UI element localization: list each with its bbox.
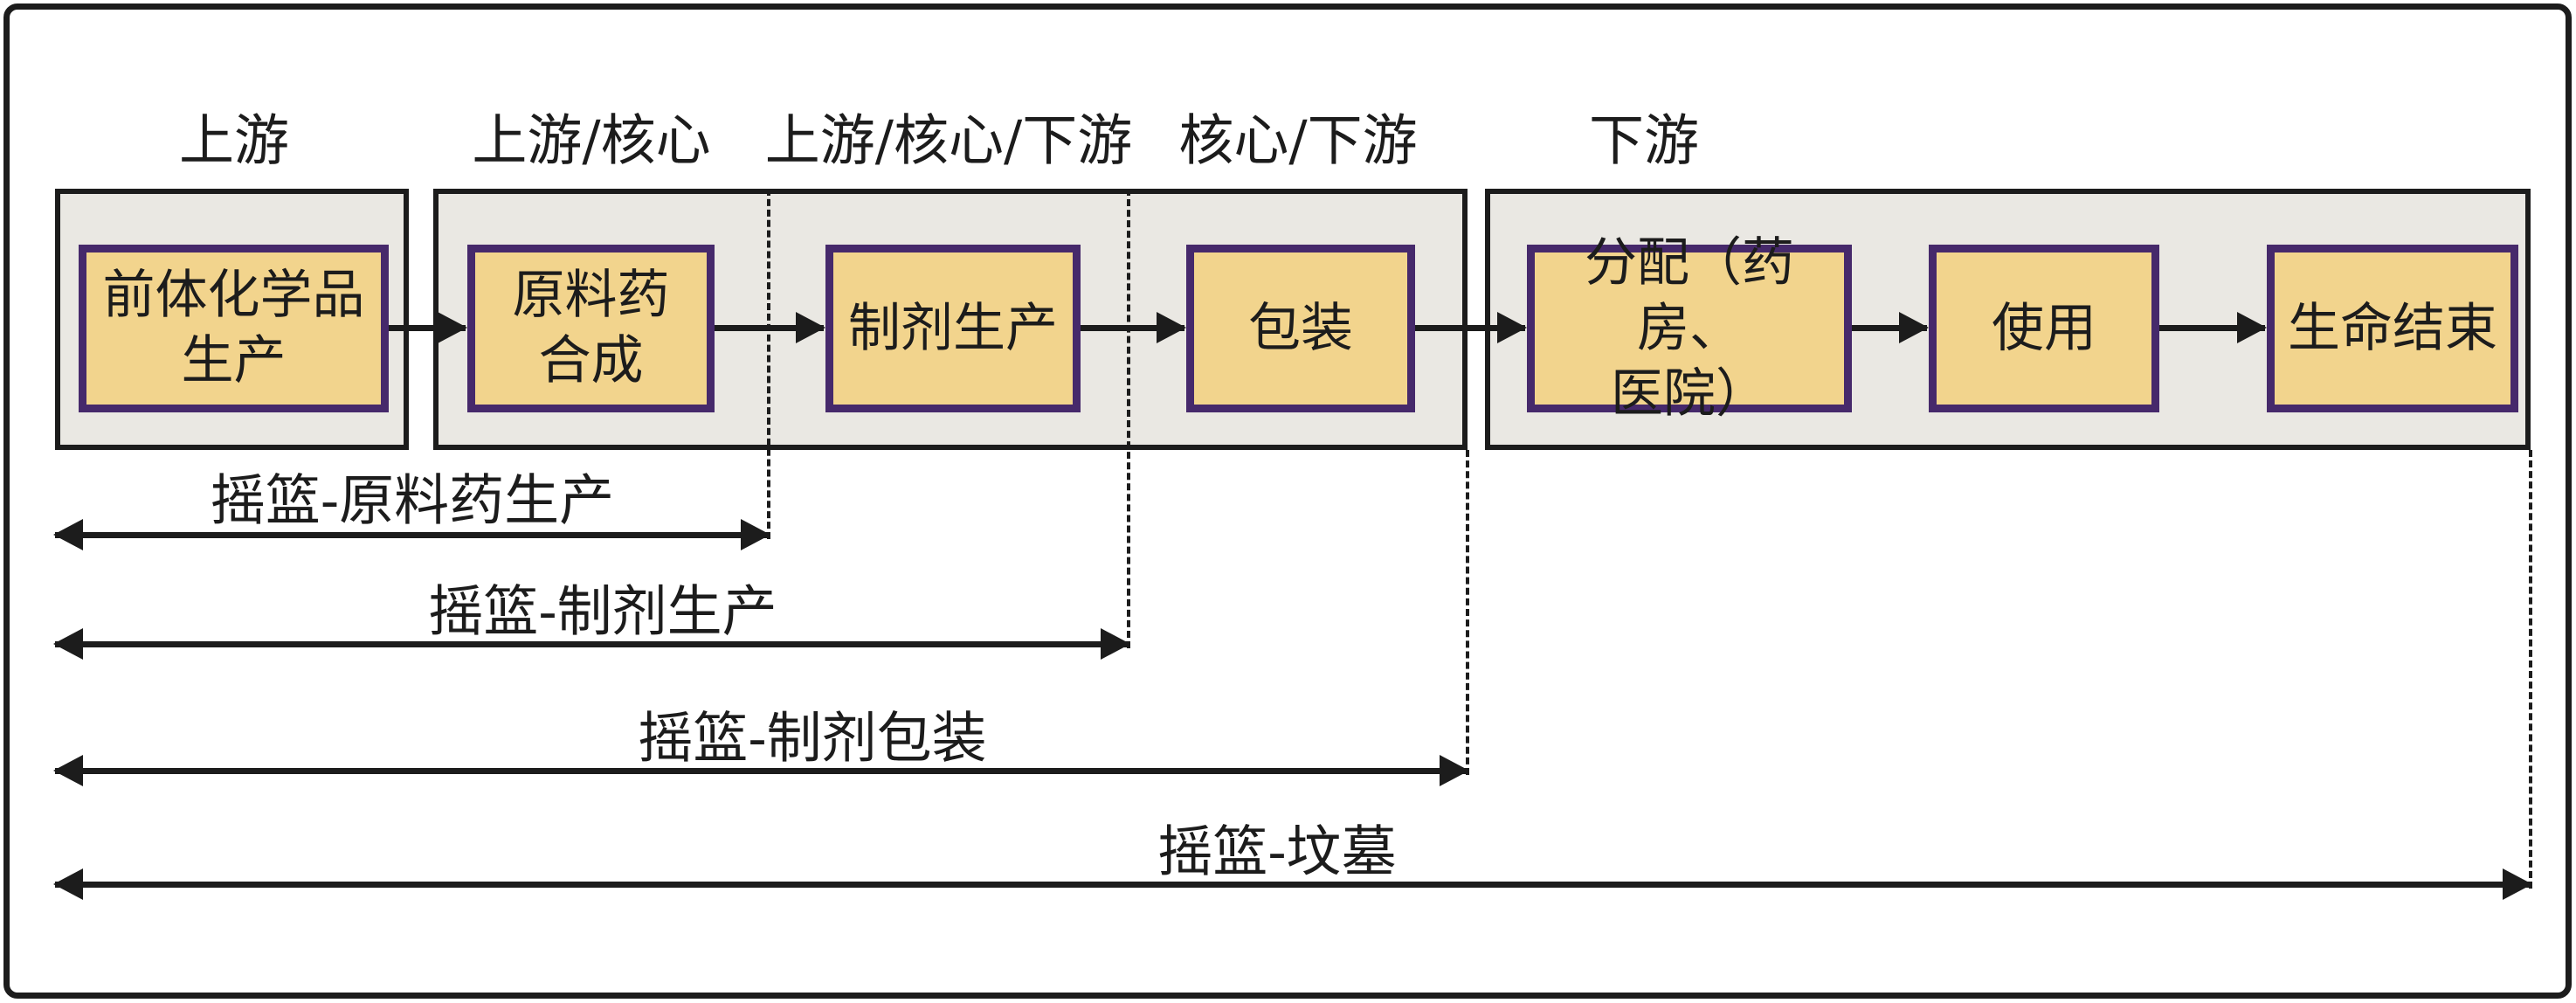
- boundary-dashline-packaging: [1466, 450, 1469, 775]
- process-box-use: 使用: [1929, 245, 2159, 412]
- stage-label-downstream: 下游: [1589, 108, 1699, 173]
- boundary-dashline-grave: [2529, 450, 2532, 889]
- flow-arrow-icon-5: [1852, 312, 1929, 343]
- process-box-formulation: 制剂生产: [825, 245, 1081, 412]
- flow-arrow-icon-6: [2159, 312, 2267, 343]
- stage-label-upstream: 上游: [179, 108, 289, 173]
- flow-arrow-icon-4: [1415, 312, 1527, 343]
- stage-label-upstream-core-downstream: 上游/核心/下游: [764, 108, 1133, 173]
- flow-arrow-icon-1: [389, 312, 467, 343]
- flow-arrow-icon-3: [1081, 312, 1186, 343]
- stage-label-core-downstream: 核心/下游: [1178, 108, 1418, 173]
- scope-arrow-cradle-to-formulation: [53, 628, 1130, 660]
- stage-label-upstream-core: 上游/核心: [472, 108, 711, 173]
- boundary-dashline-api: [767, 189, 770, 539]
- process-box-precursor-chemicals: 前体化学品 生产: [79, 245, 389, 412]
- process-box-api-synthesis: 原料药 合成: [467, 245, 715, 412]
- scope-arrow-cradle-to-grave: [53, 868, 2532, 900]
- process-box-packaging: 包装: [1186, 245, 1415, 412]
- process-box-end-of-life: 生命结束: [2267, 245, 2518, 412]
- scope-arrow-cradle-to-packaging: [53, 755, 1469, 786]
- boundary-dashline-formulation: [1127, 189, 1130, 648]
- diagram-outer-frame: [3, 3, 2572, 999]
- process-box-distribution: 分配（药房、 医院）: [1527, 232, 1852, 425]
- flow-arrow-icon-2: [715, 312, 825, 343]
- scope-arrow-cradle-to-api: [53, 519, 770, 550]
